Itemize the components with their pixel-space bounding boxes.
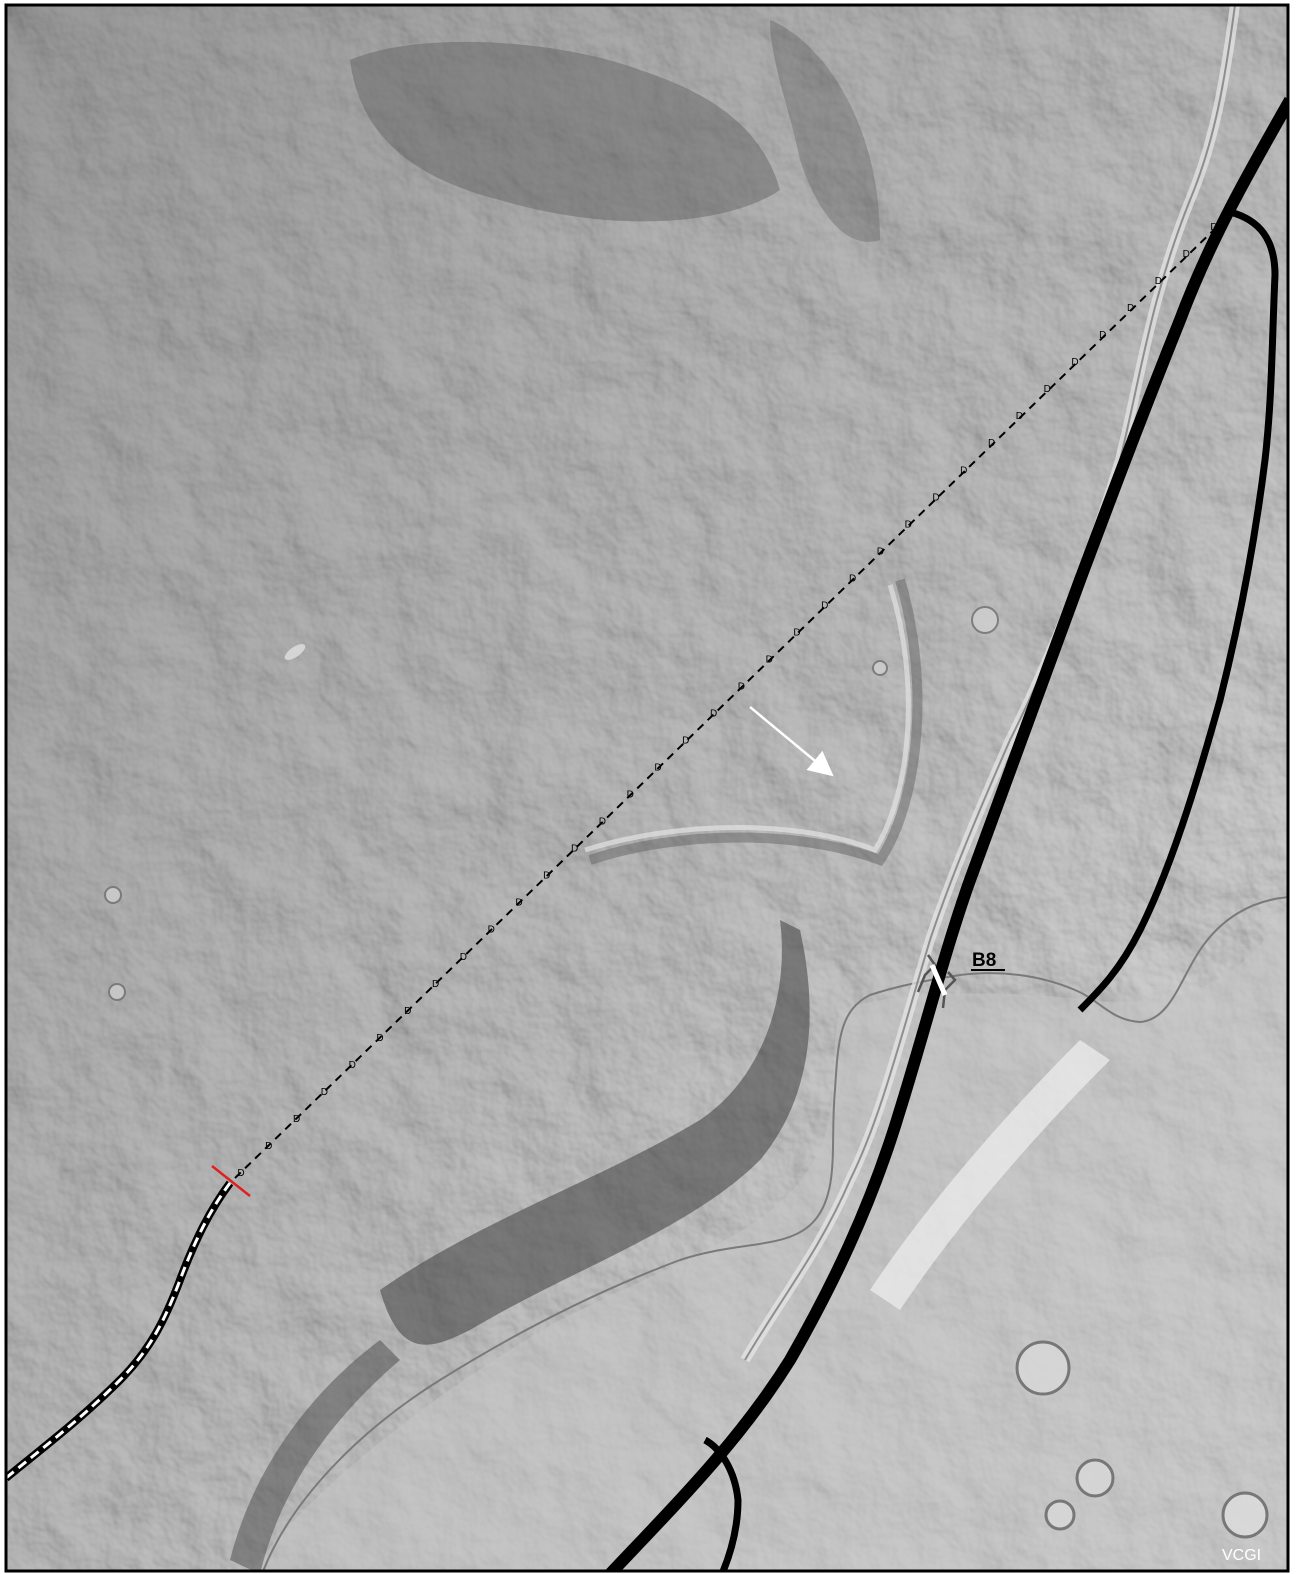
route-marker: D xyxy=(849,573,856,584)
culvert-icon xyxy=(916,954,957,1009)
mound xyxy=(1015,1340,1071,1396)
route-marker: D xyxy=(488,925,495,936)
route-marker: D xyxy=(543,871,550,882)
road-loop-east xyxy=(1077,208,1279,1013)
map-credit: VCGI xyxy=(1222,1547,1261,1564)
route-markers: D D D D D D D D D D D D D D D D D D D D D D D D D D D D D D D D D D D D xyxy=(237,222,1217,1179)
route-marker: D xyxy=(515,898,522,909)
route-marker: D xyxy=(710,709,717,720)
route-marker: D xyxy=(1099,330,1106,341)
route-marker: D xyxy=(905,519,912,530)
lower-ravine-shadow xyxy=(230,1340,400,1571)
route-marker: D xyxy=(349,1060,356,1071)
curved-bench-shadow xyxy=(588,578,923,867)
mound xyxy=(1221,1491,1269,1539)
stream xyxy=(262,896,1288,1571)
mound xyxy=(971,606,999,634)
route-marker: D xyxy=(404,1006,411,1017)
hill-shadow-east xyxy=(770,20,880,242)
map-border xyxy=(4,3,1290,1573)
route-marker: D xyxy=(738,682,745,693)
mound xyxy=(1075,1458,1115,1498)
main-road xyxy=(605,97,1288,1571)
route-marker: D xyxy=(960,465,967,476)
trail-inner xyxy=(6,1182,232,1480)
route-marker: D xyxy=(321,1087,328,1098)
route-marker: D xyxy=(376,1033,383,1044)
route-marker: D xyxy=(821,600,828,611)
route-marker: D xyxy=(793,627,800,638)
mound xyxy=(1044,1499,1076,1531)
mound xyxy=(104,886,122,904)
route-marker: D xyxy=(1210,222,1217,233)
route-marker: D xyxy=(932,492,939,503)
trail-break-marker xyxy=(211,1165,251,1197)
route-marker: D xyxy=(654,763,661,774)
route-marker: D xyxy=(988,438,995,449)
mound xyxy=(108,983,126,1001)
road-loop-south xyxy=(703,1436,742,1571)
route-marker: D xyxy=(1044,384,1051,395)
route-marker: D xyxy=(766,655,773,666)
route-marker: D xyxy=(627,790,634,801)
route-marker: D xyxy=(877,546,884,557)
route-marker: D xyxy=(460,952,467,963)
route-marker: D xyxy=(1071,357,1078,368)
escarpment-highlight xyxy=(870,1040,1110,1310)
route-marker: D xyxy=(265,1141,272,1152)
route-marker: D xyxy=(599,817,606,828)
route-marker: D xyxy=(1016,411,1023,422)
mound xyxy=(872,660,888,676)
route-marker: D xyxy=(1183,249,1190,260)
route-marker: D xyxy=(237,1168,244,1179)
crossing-label: B8 xyxy=(972,950,996,971)
arrow-annotation-icon xyxy=(749,706,834,777)
old-road-grade-edge xyxy=(744,5,1236,1361)
proposed-route xyxy=(234,221,1223,1179)
hill-shadow-north xyxy=(350,41,780,222)
curved-bench-highlight xyxy=(584,584,911,854)
route-marker: D xyxy=(1127,303,1134,314)
route-marker: D xyxy=(432,979,439,990)
ravine-shadow xyxy=(380,920,810,1345)
mound xyxy=(284,643,306,661)
route-marker: D xyxy=(293,1114,300,1125)
route-marker: D xyxy=(571,844,578,855)
valley-floor xyxy=(252,903,1288,1571)
route-marker: D xyxy=(1155,276,1162,287)
route-marker: D xyxy=(682,736,689,747)
